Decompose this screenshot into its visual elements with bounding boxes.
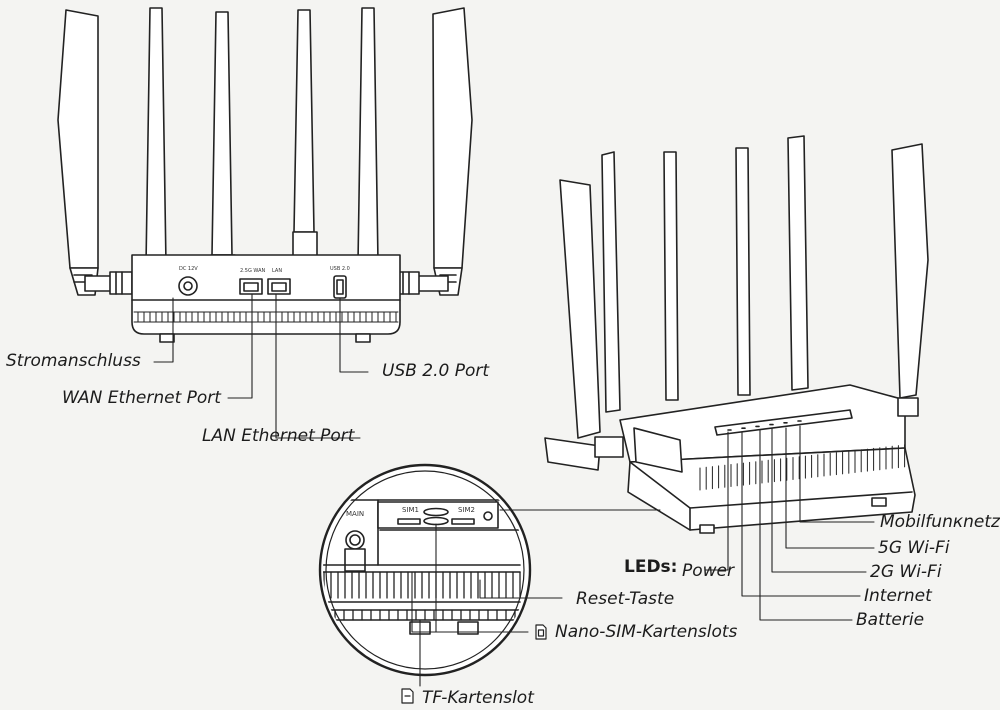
led-internet: Internet <box>864 586 932 606</box>
leds-heading: LEDs: <box>624 557 678 577</box>
dc-label: DC 12V <box>179 266 198 272</box>
led-wifi-5g: 5G Wi-Fi <box>878 538 950 558</box>
callout-usb-port: USB 2.0 Port <box>382 361 490 381</box>
callout-tf-slot: TF-Kartenslot <box>422 688 534 708</box>
callout-sim-slots: Nano-SIM-Kartenslots <box>555 622 738 642</box>
router-rear-view <box>57 7 473 343</box>
main-label: MAIN <box>346 510 365 518</box>
sim-card-icon <box>535 624 547 640</box>
dc-power-jack <box>178 276 198 296</box>
rear-body <box>131 254 401 343</box>
callout-power-in: Stromanschluss <box>6 351 141 371</box>
rear-antennas <box>57 7 473 296</box>
sd-card-icon <box>401 688 414 704</box>
callout-wan-port: WAN Ethernet Port <box>62 388 221 408</box>
sim1-label: SIM1 <box>402 506 420 514</box>
usb-label: USB 2.0 <box>330 266 350 272</box>
led-mobile: Mobilfunкnetz <box>880 512 1000 532</box>
sim2-label: SIM2 <box>458 506 476 514</box>
lan-label: LAN <box>272 268 283 274</box>
led-wifi-2g: 2G Wi-Fi <box>870 562 942 582</box>
port-zoom-detail <box>318 463 532 677</box>
led-battery: Batterie <box>856 610 925 630</box>
led-power: Power <box>682 561 735 581</box>
callout-lan-port: LAN Ethernet Port <box>202 426 355 446</box>
router-perspective-view <box>544 135 929 534</box>
callout-leader-lines <box>153 293 875 687</box>
callout-reset: Reset-Taste <box>576 589 675 609</box>
wan-label: 2.5G WAN <box>240 268 266 274</box>
